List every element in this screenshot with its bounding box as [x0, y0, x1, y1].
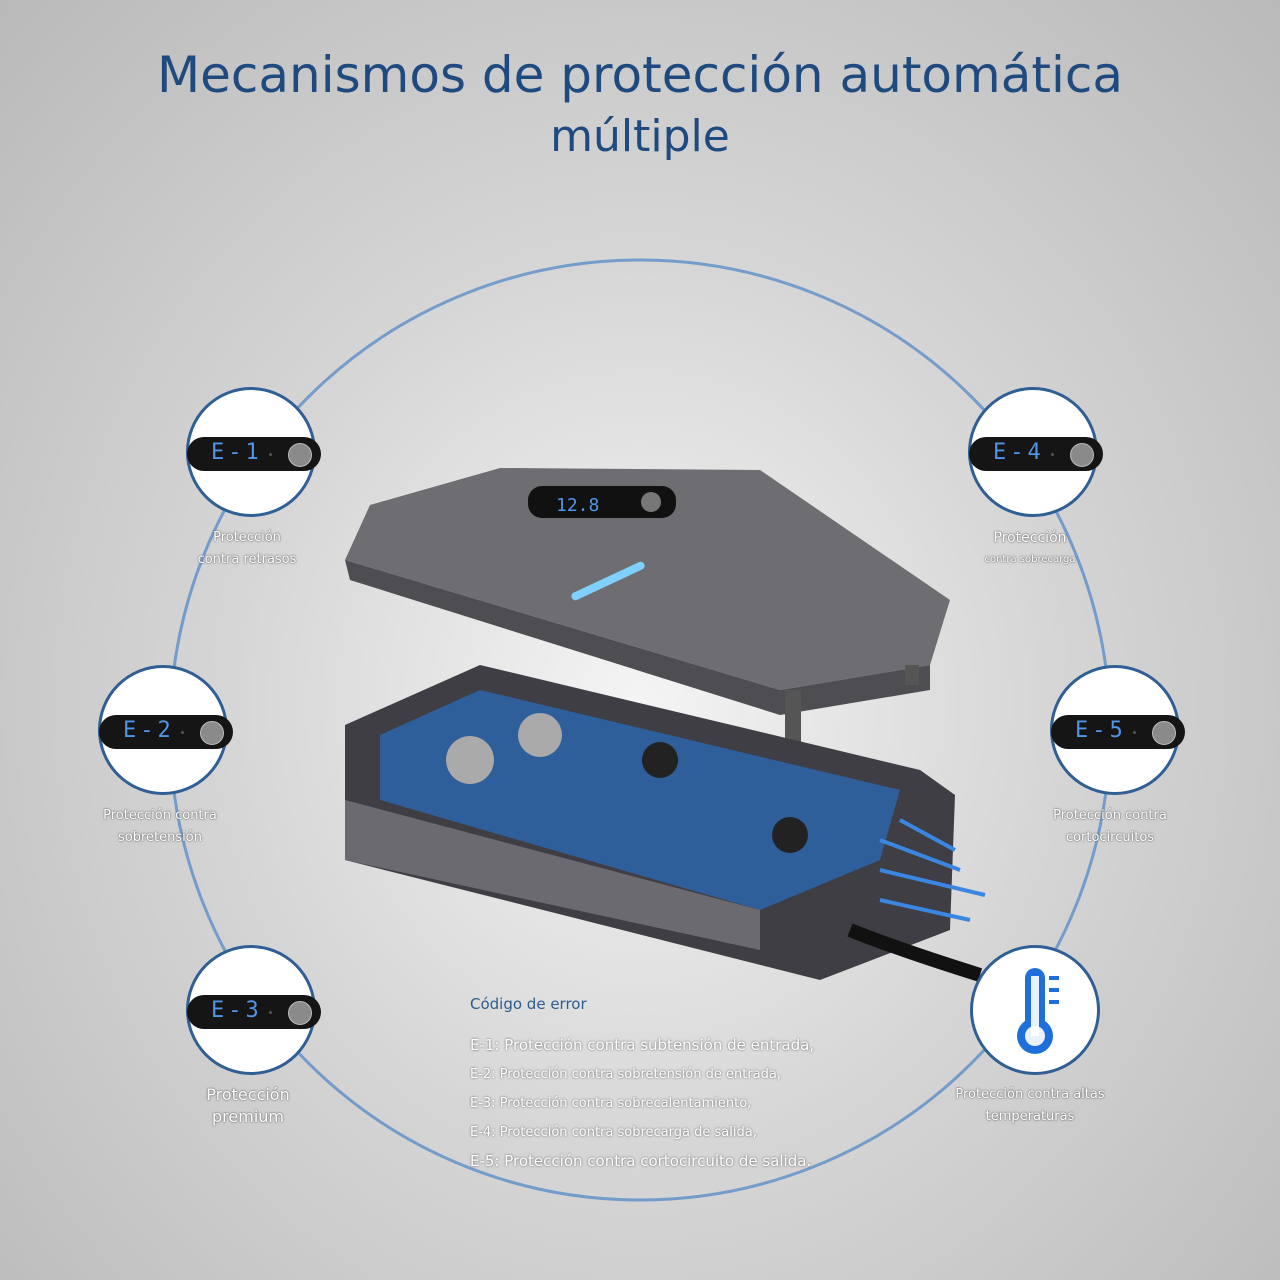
inverter-body: [345, 665, 986, 982]
badge-e5: E-5: [1050, 665, 1185, 795]
error-code: E-3: [211, 998, 263, 1023]
badge-e1: E-1: [186, 387, 321, 517]
error-display: E-1: [187, 437, 321, 471]
page-title: Mecanismos de protección automática: [157, 46, 1123, 104]
error-code: E-1: [211, 440, 263, 465]
badge-e3: E-3: [186, 945, 321, 1075]
device-display: 12.8: [556, 495, 599, 516]
power-button-icon: [1152, 721, 1176, 745]
error-code-item: E-5: Protección contra cortocircuito de …: [470, 1152, 812, 1170]
error-code-item: E-2: Protección contra sobretensión de e…: [470, 1067, 781, 1082]
error-display: E-5: [1051, 715, 1185, 749]
thermometer-icon: [1017, 968, 1059, 1054]
error-code-list: Código de error E-1: Protección contra s…: [470, 990, 814, 1176]
power-button-icon: [288, 1001, 312, 1025]
page-subtitle: múltiple: [550, 111, 730, 162]
error-code-item: E-4: Protección contra sobrecarga de sal…: [470, 1125, 757, 1140]
power-button-icon: [200, 721, 224, 745]
error-display: E-3: [187, 995, 321, 1029]
badge-e4: E-4: [968, 387, 1103, 517]
error-code-item: E-3: Protección contra sobrecalentamient…: [470, 1096, 752, 1111]
badge-e2: E-2: [98, 665, 233, 795]
power-button-icon: [288, 443, 312, 467]
error-code: E-2: [123, 718, 175, 743]
error-display: E-2: [99, 715, 233, 749]
error-code-item: E-1: Protección contra subtensión de ent…: [470, 1036, 815, 1054]
badge-temperature: [970, 945, 1100, 1075]
error-code: E-4: [993, 440, 1045, 465]
power-button-icon: [1070, 443, 1094, 467]
error-code-heading: Código de error: [470, 995, 587, 1013]
error-display: E-4: [969, 437, 1103, 471]
error-code: E-5: [1075, 718, 1127, 743]
